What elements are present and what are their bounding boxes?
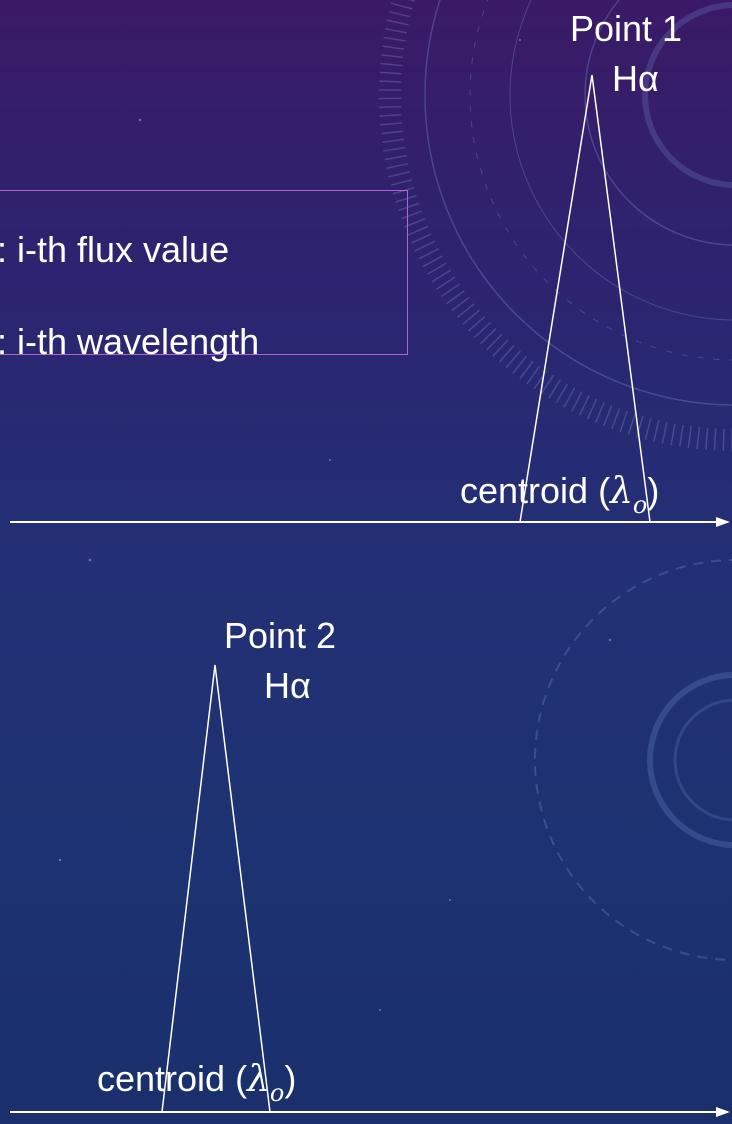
legend-flux-text: : i-th flux value: [0, 229, 230, 270]
centroid-label-1: centroid (λo): [460, 470, 659, 519]
emission-peak-1: [519, 74, 651, 523]
point-2-label: Point 2: [224, 615, 337, 656]
lambda-subscript-1: o: [632, 491, 648, 519]
lambda-symbol-2: λ: [247, 1059, 270, 1100]
close-paren-2: ): [284, 1058, 297, 1099]
h-alpha-label-2: Hα: [264, 665, 311, 706]
lambda-symbol-1: λ: [610, 471, 633, 512]
stars-decoration: [58, 39, 612, 1011]
centroid-text-2: centroid (: [97, 1058, 248, 1099]
arc-decoration-icon: [534, 559, 732, 961]
dial-decoration-icon: [424, 0, 732, 406]
centroid-label-2: centroid (λo): [97, 1058, 296, 1107]
lambda-subscript-2: o: [269, 1079, 285, 1107]
close-paren-1: ): [647, 470, 660, 511]
h-alpha-label-1: Hα: [612, 58, 659, 99]
point-1-label: Point 1: [570, 8, 683, 49]
centroid-text-1: centroid (: [460, 470, 611, 511]
legend-box: : i-th flux value : i-th wavelength: [0, 190, 408, 362]
emission-peak-2: [161, 664, 271, 1113]
legend-wavelength-text: : i-th wavelength: [0, 321, 260, 362]
